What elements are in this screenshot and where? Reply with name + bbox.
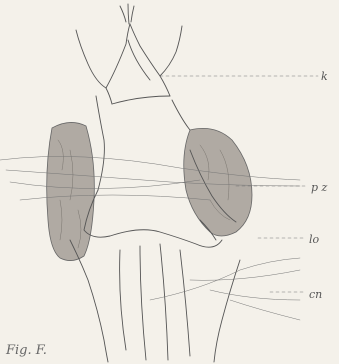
label-k: k: [321, 71, 328, 82]
figure-caption: Fig. F.: [6, 343, 47, 358]
label-pz: p z: [311, 182, 327, 193]
right-shaded-lobe: [184, 128, 252, 236]
label-lo: lo: [309, 234, 319, 245]
label-cn: cn: [309, 289, 322, 300]
radiating-fibers: [0, 156, 300, 320]
left-shaded-lobe: [47, 122, 95, 260]
